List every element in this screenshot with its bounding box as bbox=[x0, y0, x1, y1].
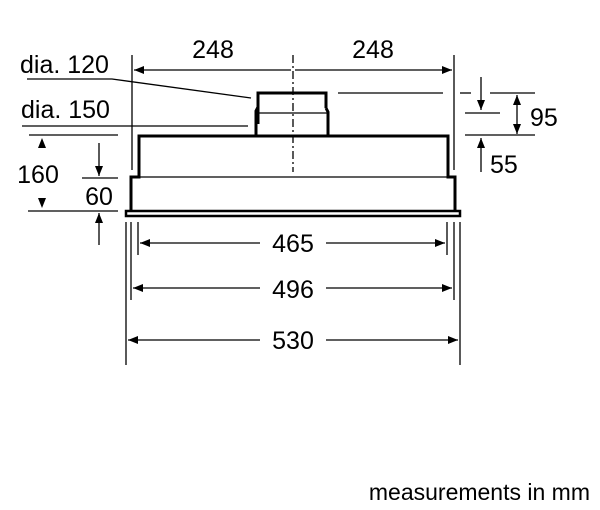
dim-248-right: 248 bbox=[352, 36, 394, 64]
dim-160: 160 bbox=[17, 161, 59, 189]
dim-55: 55 bbox=[490, 151, 518, 179]
units-caption: measurements in mm bbox=[369, 479, 590, 505]
dia-150-label: dia. 150 bbox=[21, 96, 110, 124]
dim-530: 530 bbox=[272, 327, 314, 355]
dim-95: 95 bbox=[530, 104, 558, 132]
dim-248-left: 248 bbox=[192, 36, 234, 64]
dim-60: 60 bbox=[85, 183, 113, 211]
dim-465: 465 bbox=[272, 230, 314, 258]
dim-496: 496 bbox=[272, 276, 314, 304]
dia-120-label: dia. 120 bbox=[20, 51, 109, 79]
